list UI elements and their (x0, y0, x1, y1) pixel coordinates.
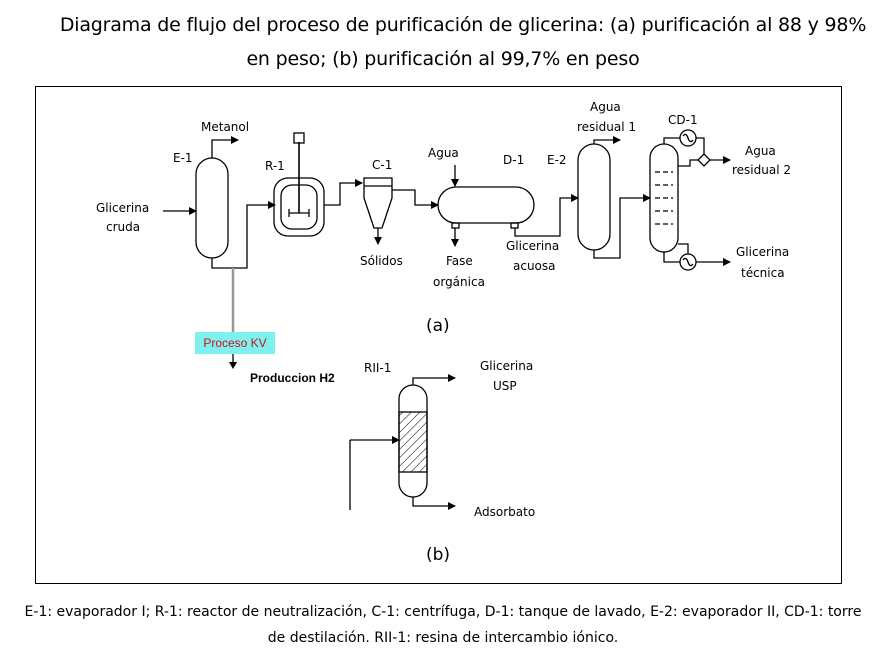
label-solidos: Sólidos (360, 254, 403, 268)
label-metanol: Metanol (201, 120, 249, 134)
e2-evaporator (577, 143, 611, 251)
label-cd1: CD-1 (668, 113, 698, 127)
e2-to-cd1-line (593, 194, 651, 259)
figure-title-line-1: Diagrama de flujo del proceso de purific… (59, 14, 867, 36)
label-rii1: RII-1 (364, 361, 391, 375)
glicerina-usp-line (412, 374, 456, 385)
label-glicerina-acuosa-1: Glicerina (506, 239, 559, 253)
label-glicerina-tecnica-2: técnica (741, 266, 785, 280)
r1-to-c1-line (324, 179, 363, 206)
label-d1: D-1 (503, 153, 524, 167)
label-agua: Agua (428, 146, 459, 160)
label-e1: E-1 (173, 151, 193, 165)
label-agua-residual-1-a: Agua (590, 100, 621, 114)
diagram-frame (35, 86, 842, 584)
c1-to-d1-line (392, 189, 439, 209)
label-part-b: (b) (426, 545, 450, 565)
e1-evaporator (195, 157, 229, 259)
d1-wash-tank (437, 186, 535, 224)
label-glicerina-usp-2: USP (493, 379, 517, 393)
label-fase-2: orgánica (433, 275, 485, 289)
metanol-line (211, 136, 239, 158)
label-agua-residual-2-a: Agua (745, 144, 776, 158)
label-agua-residual-1-b: residual 1 (577, 120, 636, 134)
label-glicerina-usp-1: Glicerina (480, 359, 533, 373)
label-glicerina-cruda-2: cruda (106, 220, 140, 234)
label-adsorbato: Adsorbato (474, 505, 535, 519)
label-c1: C-1 (372, 158, 392, 172)
adsorbato-line (412, 497, 456, 510)
label-r1: R-1 (265, 159, 285, 173)
r1-motor (293, 132, 305, 144)
caption-line-2: de destilación. RII-1: resina de interca… (267, 630, 619, 646)
caption-line-1: E-1: evaporador I; R-1: reactor de neutr… (24, 604, 862, 620)
d1-to-e2-line (514, 194, 579, 237)
label-glicerina-cruda-1: Glicerina (96, 201, 149, 215)
label-glicerina-tecnica-1: Glicerina (736, 245, 789, 259)
agua-residual-1-line (593, 136, 621, 144)
label-e2: E-2 (547, 153, 567, 167)
label-fase-1: Fase (446, 254, 473, 268)
c1-centrifuge (363, 177, 393, 229)
proceso-kv-box: Proceso KV (195, 332, 275, 354)
label-part-a: (a) (426, 316, 450, 336)
figure-title-line-2: en peso; (b) purificación al 99,7% en pe… (246, 48, 640, 70)
label-agua-residual-2-b: residual 2 (732, 163, 791, 177)
produccion-h2-label: Produccion H2 (250, 371, 335, 385)
e1-to-r1-line (211, 201, 276, 269)
cd1-reflux-drum (697, 153, 711, 167)
rii1-resin-bed (398, 411, 428, 473)
label-glicerina-acuosa-2: acuosa (513, 259, 556, 273)
